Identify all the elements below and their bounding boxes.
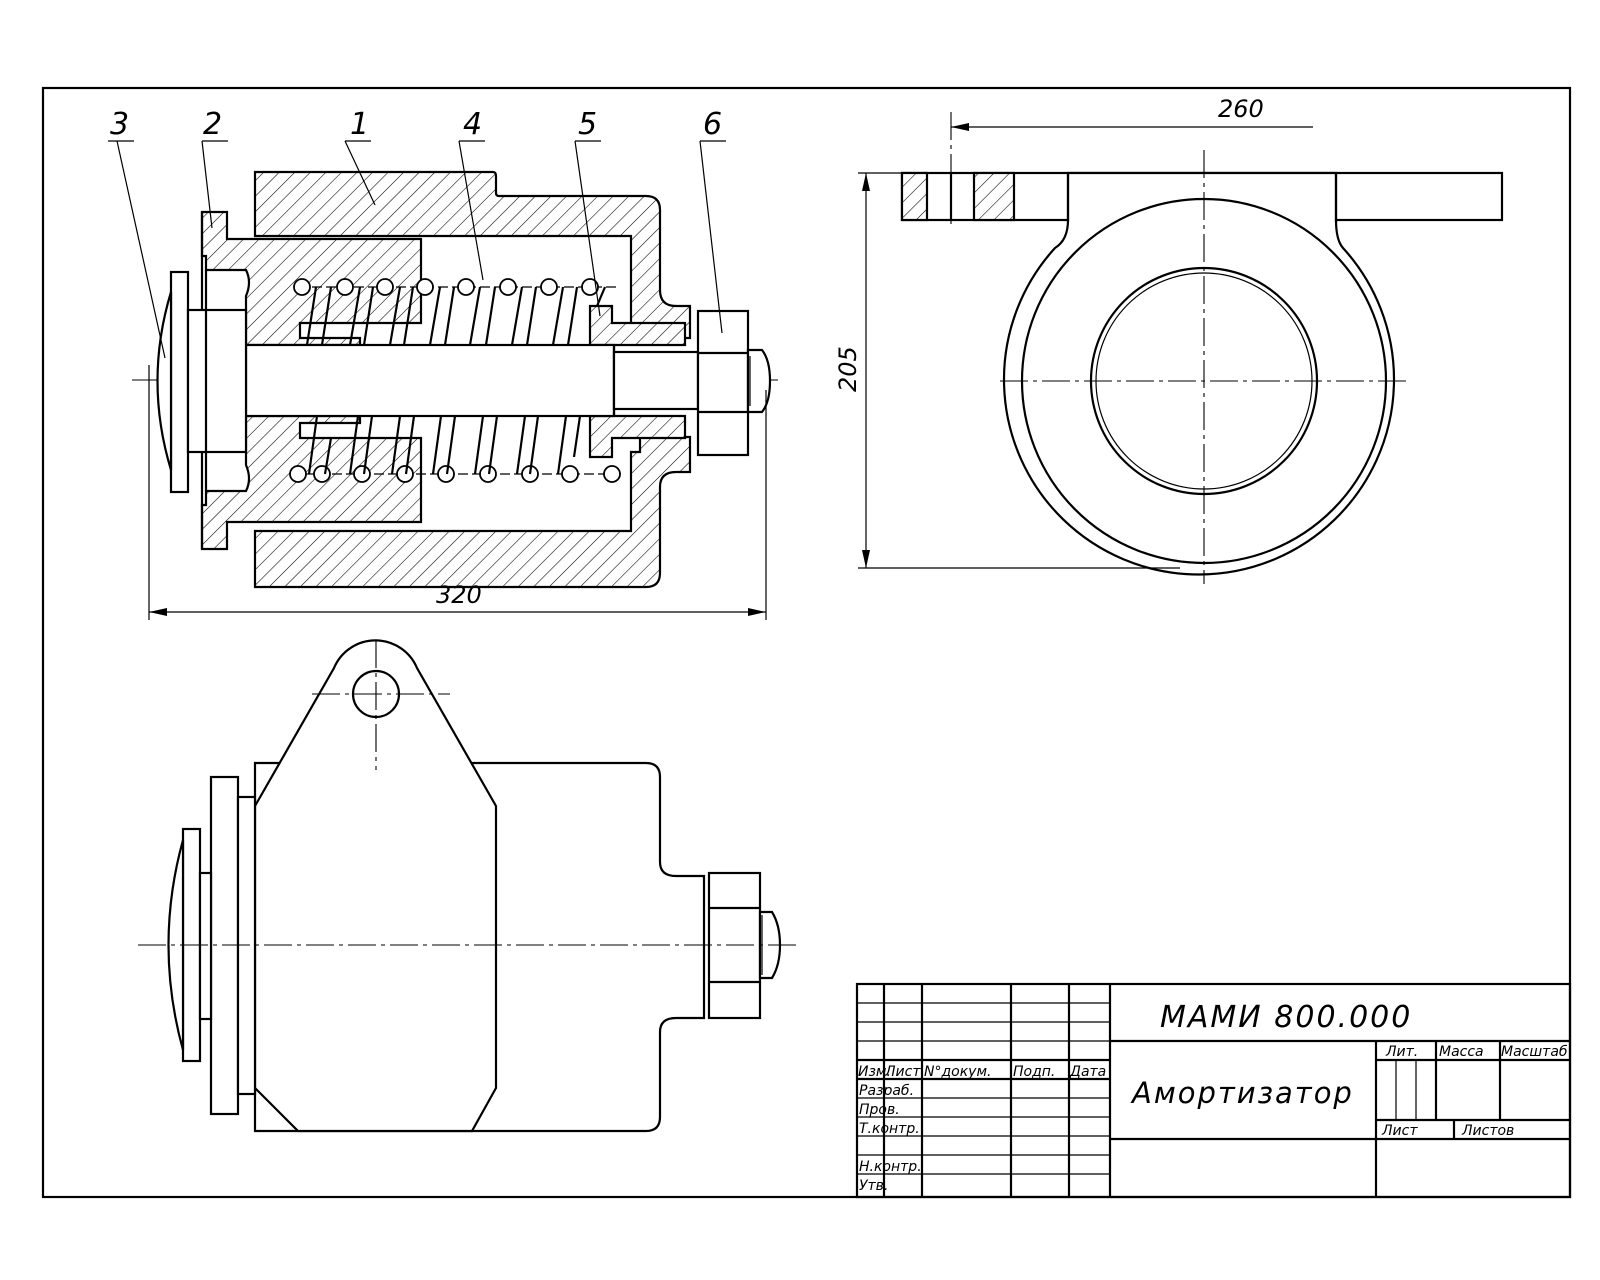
rod [244, 343, 616, 418]
dimension-length: 320 [148, 365, 767, 620]
svg-text:320: 320 [436, 581, 482, 609]
callout-1: 1 [350, 107, 369, 142]
spring-upper [293, 278, 620, 346]
callout-2: 2 [203, 107, 222, 142]
svg-text:260: 260 [1218, 95, 1264, 123]
document-code: МАМИ 800.000 [1160, 1000, 1412, 1035]
svg-text:Лист: Лист [1381, 1123, 1418, 1139]
callout-4: 4 [463, 107, 482, 142]
cap-lower [200, 414, 423, 551]
callout-5: 5 [578, 107, 597, 142]
svg-text:Т.контр.: Т.контр. [859, 1121, 920, 1137]
top-view [138, 639, 796, 1133]
spring-lower [289, 415, 621, 483]
dimension-flange: 260 [951, 95, 1313, 131]
svg-text:Изм.: Изм. [858, 1064, 891, 1080]
svg-text:205: 205 [834, 346, 862, 392]
svg-text:Н.контр.: Н.контр. [859, 1159, 922, 1175]
svg-text:Масса: Масса [1439, 1044, 1484, 1060]
svg-text:Пров.: Пров. [859, 1102, 900, 1118]
svg-text:Лит.: Лит. [1385, 1044, 1418, 1060]
product-name: Амортизатор [1130, 1076, 1354, 1110]
nut [696, 309, 750, 457]
title-block: МАМИ 800.000 Амортизатор Изм. Лист N°док… [855, 982, 1572, 1199]
svg-text:Листов: Листов [1461, 1123, 1514, 1139]
dimension-height: 205 [834, 172, 1180, 569]
svg-text:N°докум.: N°докум. [924, 1064, 991, 1080]
cap-upper [200, 210, 423, 347]
housing-upper [253, 170, 692, 340]
svg-text:Дата: Дата [1069, 1064, 1106, 1080]
sheet-frame [41, 86, 1572, 1199]
callout-3: 3 [110, 107, 129, 142]
svg-text:Разраб.: Разраб. [859, 1083, 914, 1099]
svg-text:Лист: Лист [884, 1064, 921, 1080]
callout-6: 6 [703, 107, 722, 142]
section-view [132, 170, 778, 589]
svg-text:Утв.: Утв. [859, 1178, 888, 1194]
svg-text:Масштаб: Масштаб [1501, 1044, 1568, 1060]
part-callouts: 3 2 1 4 5 6 [108, 107, 726, 359]
end-view [900, 112, 1504, 584]
buffer-disc [169, 270, 190, 494]
svg-text:Подп.: Подп. [1013, 1064, 1055, 1080]
